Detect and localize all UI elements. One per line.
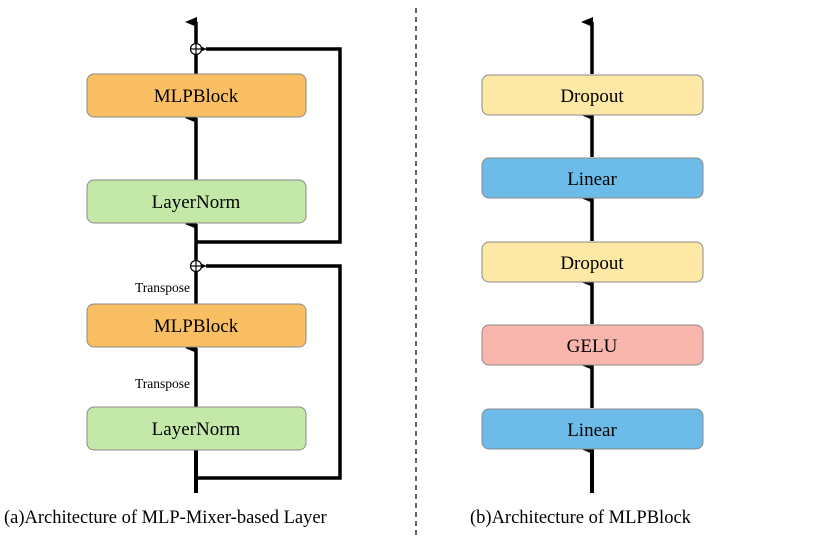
mlpblock-panel: Dropout Linear Dropout GELU Linear (b)Ar… (470, 17, 704, 528)
transpose-label-lower: Transpose (135, 376, 190, 391)
dropout-middle-label: Dropout (560, 253, 624, 274)
layernorm-box-top: LayerNorm (86, 179, 307, 224)
mlpblock-bottom-label: MLPBlock (154, 316, 239, 337)
layernorm-box-bottom: LayerNorm (86, 406, 307, 451)
mixer-layer-panel: MLPBlock LayerNorm MLPBlock LayerNorm Tr… (4, 17, 342, 528)
dropout-top-label: Dropout (560, 86, 624, 107)
gelu-label: GELU (567, 336, 618, 357)
residual-skip-lower (195, 261, 342, 480)
add-node-upper (189, 42, 203, 56)
linear-box-bottom: Linear (481, 408, 704, 450)
gelu-box: GELU (481, 324, 704, 366)
add-node-lower (189, 259, 203, 273)
layernorm-top-label: LayerNorm (152, 192, 241, 213)
residual-skip-upper (195, 44, 342, 244)
dropout-box-middle: Dropout (481, 241, 704, 283)
linear-top-label: Linear (567, 169, 617, 190)
linear-bottom-label: Linear (567, 420, 617, 441)
transpose-label-upper: Transpose (135, 280, 190, 295)
caption-left: (a)Architecture of MLP-Mixer-based Layer (4, 508, 327, 528)
dropout-box-top: Dropout (481, 74, 704, 116)
mlpblock-top-label: MLPBlock (154, 86, 239, 107)
caption-right: (b)Architecture of MLPBlock (470, 508, 692, 528)
linear-box-top: Linear (481, 157, 704, 199)
layernorm-bottom-label: LayerNorm (152, 419, 241, 440)
mlpblock-box-bottom: MLPBlock (86, 303, 307, 348)
mlpblock-box-top: MLPBlock (86, 73, 307, 118)
